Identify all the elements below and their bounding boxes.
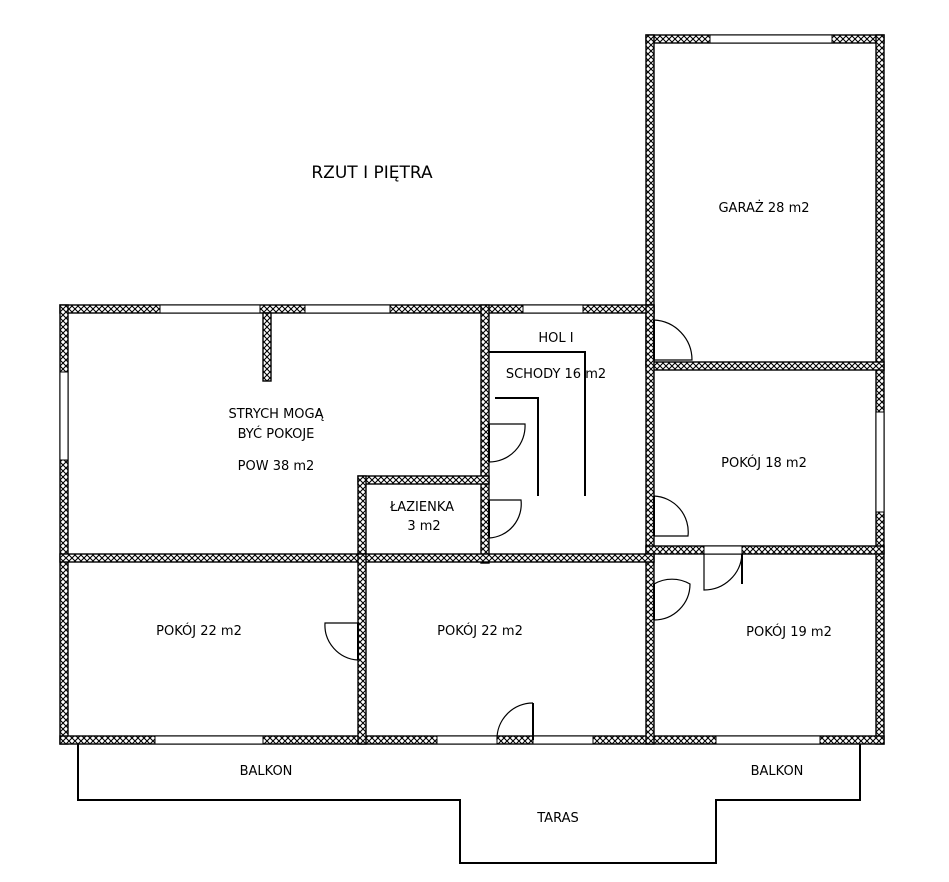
window — [532, 735, 594, 745]
room-22-left-label: POKÓJ 22 m2 — [156, 623, 242, 639]
bathroom-left-wall — [357, 475, 367, 559]
east-wall — [875, 34, 885, 745]
attic-label-line2: BYĆ POKOJE — [238, 426, 315, 442]
opening — [703, 545, 743, 555]
window — [154, 735, 264, 745]
attic-label-line1: STRYCH MOGĄ — [228, 407, 324, 422]
terrace-label: TARAS — [536, 811, 578, 826]
west-wall — [59, 304, 69, 745]
room18-south-wall — [645, 545, 885, 555]
balcony-right-label: BALKON — [751, 764, 804, 779]
stair-outline — [495, 397, 539, 496]
attic-stub-wall — [262, 312, 272, 382]
bathroom-top-wall — [357, 475, 490, 485]
hall-east-wall — [645, 304, 655, 745]
window — [59, 371, 69, 461]
window — [715, 735, 821, 745]
bathroom-area-label: 3 m2 — [407, 519, 440, 534]
room22-divider-wall — [357, 553, 367, 745]
stairs — [489, 351, 586, 496]
door — [324, 622, 359, 661]
attic-hall-wall — [480, 304, 490, 564]
door — [488, 423, 526, 463]
labels: RZUT I PIĘTRA GARAŻ 28 m2 STRYCH MOGĄ BY… — [156, 163, 832, 826]
window — [436, 735, 498, 745]
room-19-label: POKÓJ 19 m2 — [746, 624, 832, 640]
garage-label: GARAŻ 28 m2 — [718, 200, 809, 216]
door — [653, 319, 693, 361]
stairs-label: SCHODY 16 m2 — [506, 367, 606, 382]
attic-area-label: POW 38 m2 — [238, 459, 315, 474]
room-18-label: POKÓJ 18 m2 — [721, 455, 807, 471]
middle-horizontal-wall — [59, 553, 655, 563]
window — [304, 304, 391, 314]
bathroom-label: ŁAZIENKA — [389, 500, 454, 515]
room-22-mid-label: POKÓJ 22 m2 — [437, 623, 523, 639]
door — [488, 499, 522, 539]
balcony-left-label: BALKON — [240, 764, 293, 779]
plan-title: RZUT I PIĘTRA — [311, 163, 433, 183]
doors — [324, 319, 743, 741]
stair-outline — [489, 351, 586, 496]
balcony-terrace-outline — [77, 744, 861, 864]
door — [653, 495, 689, 537]
hall-label: HOL I — [538, 331, 573, 346]
door — [703, 553, 743, 591]
door — [496, 702, 534, 741]
window — [709, 34, 833, 44]
window — [159, 304, 261, 314]
window — [522, 304, 584, 314]
window — [875, 411, 885, 513]
door — [653, 578, 691, 621]
garage-south-wall — [645, 361, 885, 371]
